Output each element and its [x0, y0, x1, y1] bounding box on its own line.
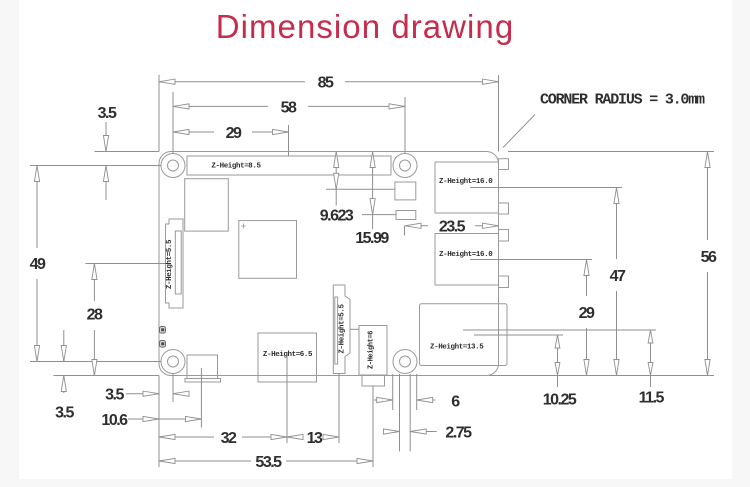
svg-text:3.5: 3.5: [105, 387, 124, 404]
svg-text:Z-Height=8.5: Z-Height=8.5: [211, 163, 261, 171]
svg-text:56: 56: [701, 249, 717, 266]
svg-text:28: 28: [87, 307, 103, 324]
svg-text:6: 6: [451, 394, 460, 411]
svg-text:29: 29: [579, 305, 595, 322]
svg-text:Z-Height=5.5: Z-Height=5.5: [339, 304, 347, 354]
svg-text:58: 58: [281, 100, 297, 117]
svg-text:29: 29: [226, 125, 242, 142]
svg-text:Z-Height=6: Z-Height=6: [368, 331, 376, 369]
svg-text:11.5: 11.5: [639, 390, 665, 407]
svg-text:CORNER RADIUS = 3.0mm: CORNER RADIUS = 3.0mm: [540, 92, 705, 109]
svg-text:3.5: 3.5: [55, 405, 74, 422]
svg-text:Z-Height=16.0: Z-Height=16.0: [439, 178, 493, 186]
svg-text:15.99: 15.99: [355, 230, 389, 247]
svg-text:49: 49: [30, 256, 46, 273]
svg-text:Z-Height=13.5: Z-Height=13.5: [430, 344, 484, 352]
svg-text:Z-Height=16.0: Z-Height=16.0: [439, 251, 493, 259]
svg-text:53.5: 53.5: [255, 454, 282, 471]
svg-text:3.5: 3.5: [98, 105, 117, 122]
svg-text:Z-Height=5.5: Z-Height=5.5: [166, 239, 174, 289]
svg-text:Z-Height=6.5: Z-Height=6.5: [263, 351, 313, 359]
svg-text:10.25: 10.25: [543, 392, 577, 409]
svg-text:32: 32: [221, 430, 237, 447]
svg-text:9.623: 9.623: [320, 208, 354, 225]
svg-text:85: 85: [318, 75, 334, 92]
svg-text:10.6: 10.6: [101, 412, 128, 429]
svg-text:2.75: 2.75: [445, 425, 472, 442]
svg-text:23.5: 23.5: [439, 219, 466, 236]
svg-text:13: 13: [307, 430, 323, 447]
svg-text:47: 47: [610, 268, 626, 285]
